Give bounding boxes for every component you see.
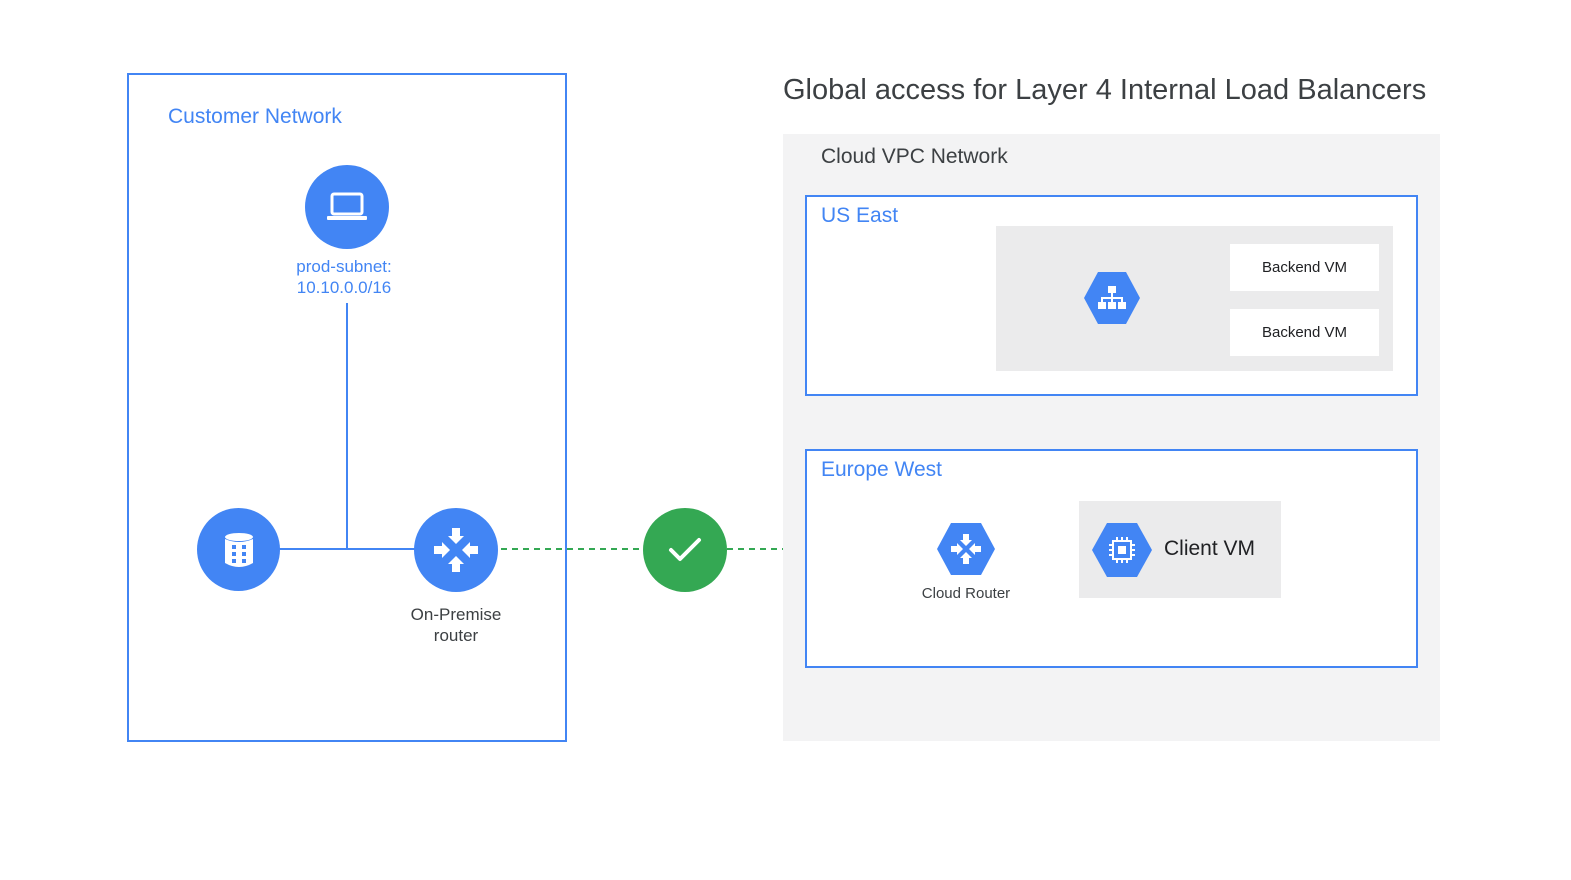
laptop-icon xyxy=(327,192,367,220)
cloud-router-node[interactable] xyxy=(936,522,996,576)
vpn-tunnel-node[interactable] xyxy=(643,508,727,592)
customer-network-box xyxy=(127,73,567,742)
router-label-line2: router xyxy=(433,626,479,645)
subnet-label: prod-subnet: 10.10.0.0/16 xyxy=(272,256,416,298)
database-node[interactable] xyxy=(197,508,280,591)
on-premise-router-label: On-Premise router xyxy=(386,604,526,646)
check-icon xyxy=(669,538,701,561)
load-balancer-icon xyxy=(1084,272,1140,324)
compute-engine-icon xyxy=(1092,523,1152,577)
router-label-line1: On-Premise xyxy=(410,605,502,624)
europe-west-label: Europe West xyxy=(821,458,943,481)
europe-west-region xyxy=(805,449,1418,668)
router-icon xyxy=(434,528,478,572)
load-balancer-node[interactable] xyxy=(1083,271,1141,325)
on-premise-router-node[interactable] xyxy=(414,508,498,592)
backend-vm-1[interactable]: Backend VM xyxy=(1230,244,1379,291)
backend-vm-2[interactable]: Backend VM xyxy=(1230,309,1379,356)
cloud-router-label: Cloud Router xyxy=(921,585,1011,602)
customer-network-label: Customer Network xyxy=(168,105,342,128)
subnet-cidr: 10.10.0.0/16 xyxy=(296,278,392,297)
cloud-router-icon xyxy=(937,523,995,575)
client-vm-compute-node xyxy=(1091,522,1153,578)
backend-vm-1-label: Backend VM xyxy=(1261,259,1348,276)
client-vm-label: Client VM xyxy=(1164,537,1256,560)
laptop-node[interactable] xyxy=(305,165,389,249)
backend-vm-2-label: Backend VM xyxy=(1261,324,1348,341)
page-title: Global access for Layer 4 Internal Load … xyxy=(783,74,1427,106)
cloud-vpc-label: Cloud VPC Network xyxy=(821,145,1008,168)
us-east-label: US East xyxy=(821,204,899,227)
database-icon xyxy=(224,532,253,567)
subnet-name: prod-subnet: xyxy=(296,257,392,276)
